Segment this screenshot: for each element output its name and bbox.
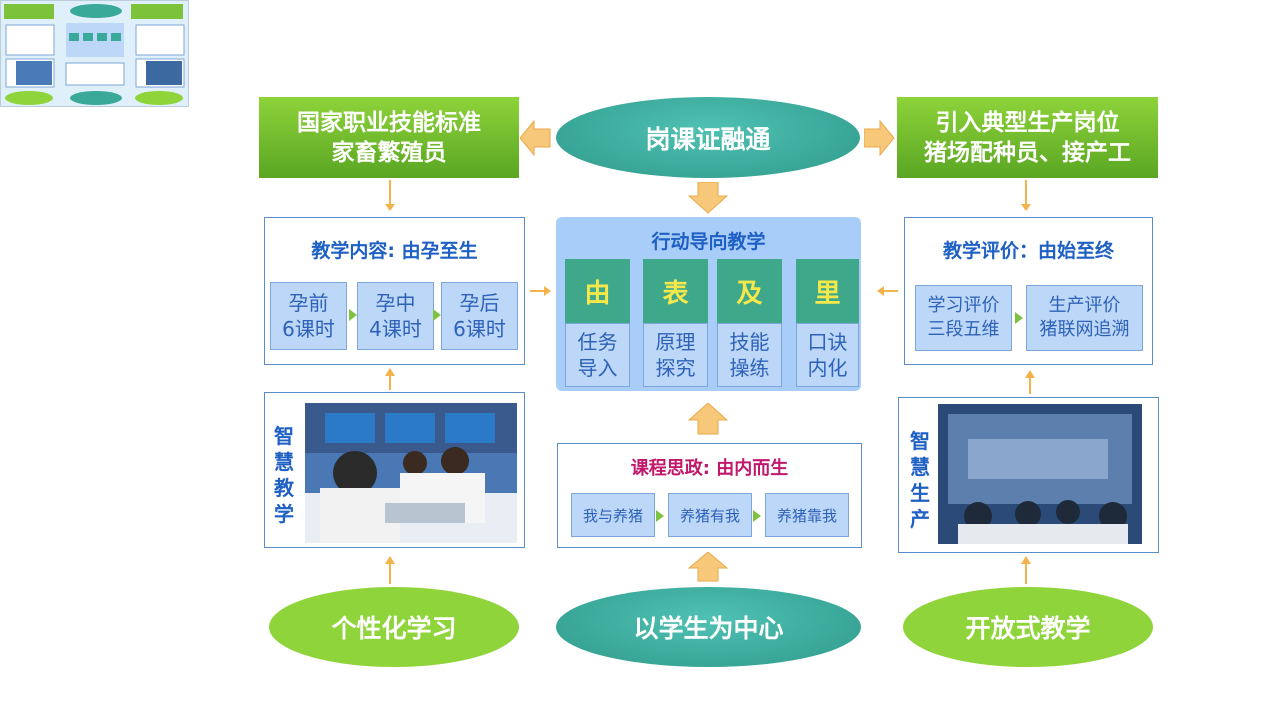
arrow-down-right xyxy=(1021,180,1031,211)
method-head-4: 里 xyxy=(796,259,859,323)
production-photo-image xyxy=(938,404,1142,544)
method-head-1: 由 xyxy=(565,259,630,323)
standard-line-2: 家畜繁殖员 xyxy=(331,139,447,166)
smart-teaching-panel: 智慧教学 xyxy=(264,392,525,548)
method-head-2: 表 xyxy=(643,259,708,323)
smart-production-label: 智慧生产 xyxy=(910,429,930,531)
arrow-up-bottom-right xyxy=(1021,556,1031,584)
thumbnail-preview[interactable] xyxy=(0,0,189,107)
arrow-down-center xyxy=(688,182,728,214)
stage-pre-name: 孕前 xyxy=(288,291,329,315)
position-line-2: 猪场配种员、接产工 xyxy=(924,139,1131,166)
integration-label: 岗课证融通 xyxy=(645,124,771,154)
method-body-3: 技能 操练 xyxy=(717,323,782,387)
arrow-into-center-left xyxy=(530,286,551,296)
production-eval-detail: 猪联网追溯 xyxy=(1039,319,1130,340)
personalized-learning-ellipse: 个性化学习 xyxy=(269,587,519,667)
arrow-up-center xyxy=(688,403,728,435)
smart-production-panel: 智慧生产 xyxy=(898,397,1159,553)
ideology-cell-3: 养猪靠我 xyxy=(765,493,849,537)
method-body-2: 原理 探究 xyxy=(643,323,708,387)
action-teaching-panel: 行动导向教学 由 任务 导入 表 原理 探究 及 技能 操练 里 口诀 内化 xyxy=(556,217,861,391)
stage-mid-name: 孕中 xyxy=(375,291,416,315)
standard-line-1: 国家职业技能标准 xyxy=(297,109,481,136)
evaluation-title: 教学评价：由始至终 xyxy=(942,240,1114,262)
ideology-arrow-2 xyxy=(753,510,761,522)
stage-pre-hours: 6课时 xyxy=(282,317,335,341)
method-body-3-line2: 操练 xyxy=(729,356,770,380)
teaching-content-title: 教学内容: 由孕至生 xyxy=(311,240,478,262)
ideology-arrow-1 xyxy=(656,510,664,522)
arrow-right-gold xyxy=(864,119,895,157)
learning-eval-detail: 三段五维 xyxy=(927,319,1000,340)
method-body-1: 任务 导入 xyxy=(565,323,630,387)
classroom-photo-image xyxy=(305,403,517,543)
arrow-up-left xyxy=(385,368,395,390)
production-photo xyxy=(938,404,1142,544)
production-eval-name: 生产评价 xyxy=(1048,295,1121,316)
method-body-4-line2: 内化 xyxy=(807,356,848,380)
method-body-2-line2: 探究 xyxy=(655,356,696,380)
stage-post-name: 孕后 xyxy=(459,291,500,315)
arrow-up-bottom-left xyxy=(385,556,395,584)
ideology-cell-2: 养猪有我 xyxy=(668,493,752,537)
student-centered-ellipse: 以学生为中心 xyxy=(556,587,861,667)
teaching-content-panel: 教学内容: 由孕至生 孕前 6课时 孕中 4课时 孕后 6课时 xyxy=(264,217,525,365)
stage-mid-hours: 4课时 xyxy=(369,317,422,341)
evaluation-cell-learning: 学习评价 三段五维 xyxy=(915,285,1012,351)
arrow-left-gold xyxy=(520,119,551,157)
position-box: 引入典型生产岗位 猪场配种员、接产工 xyxy=(897,97,1158,178)
standard-box: 国家职业技能标准 家畜繁殖员 xyxy=(259,97,519,178)
stage-cell-pre: 孕前 6课时 xyxy=(270,282,347,350)
ideology-panel: 课程思政: 由内而生 我与养猪 养猪有我 养猪靠我 xyxy=(557,443,862,548)
stage-cell-mid: 孕中 4课时 xyxy=(357,282,434,350)
evaluation-panel: 教学评价：由始至终 学习评价 三段五维 生产评价 猪联网追溯 xyxy=(904,217,1153,365)
stage-arrow-1 xyxy=(349,309,357,321)
stage-cell-post: 孕后 6课时 xyxy=(441,282,518,350)
personalized-learning-label: 个性化学习 xyxy=(331,614,457,643)
method-body-4: 口诀 内化 xyxy=(796,323,859,387)
stage-post-hours: 6课时 xyxy=(453,317,506,341)
thumbnail-graphic xyxy=(4,4,185,105)
method-column-1: 由 任务 导入 xyxy=(565,259,630,389)
arrow-up-bottom-center xyxy=(688,552,728,582)
open-teaching-label: 开放式教学 xyxy=(965,614,1091,643)
method-body-4-line1: 口诀 xyxy=(807,330,848,354)
method-head-3: 及 xyxy=(717,259,782,323)
method-body-1-line1: 任务 xyxy=(577,330,618,354)
ideology-cell-1: 我与养猪 xyxy=(571,493,655,537)
learning-eval-name: 学习评价 xyxy=(927,295,1000,316)
position-line-1: 引入典型生产岗位 xyxy=(935,109,1120,136)
method-body-1-line2: 导入 xyxy=(577,356,618,380)
student-centered-label: 以学生为中心 xyxy=(633,614,784,643)
stage-arrow-2 xyxy=(433,309,441,321)
action-teaching-title: 行动导向教学 xyxy=(651,231,766,253)
method-body-2-line1: 原理 xyxy=(655,330,696,354)
classroom-photo xyxy=(305,403,517,543)
arrow-up-right xyxy=(1025,370,1035,394)
arrow-into-center-right xyxy=(877,286,898,296)
method-column-3: 及 技能 操练 xyxy=(717,259,782,389)
evaluation-cell-production: 生产评价 猪联网追溯 xyxy=(1026,285,1143,351)
ideology-title: 课程思政: 由内而生 xyxy=(630,458,789,479)
integration-ellipse: 岗课证融通 xyxy=(556,97,860,178)
method-column-4: 里 口诀 内化 xyxy=(796,259,861,389)
method-body-3-line1: 技能 xyxy=(729,330,770,354)
smart-teaching-label: 智慧教学 xyxy=(274,424,294,526)
open-teaching-ellipse: 开放式教学 xyxy=(903,587,1153,667)
arrow-down-left xyxy=(385,180,395,211)
evaluation-arrow xyxy=(1015,312,1023,324)
method-column-2: 表 原理 探究 xyxy=(643,259,708,389)
